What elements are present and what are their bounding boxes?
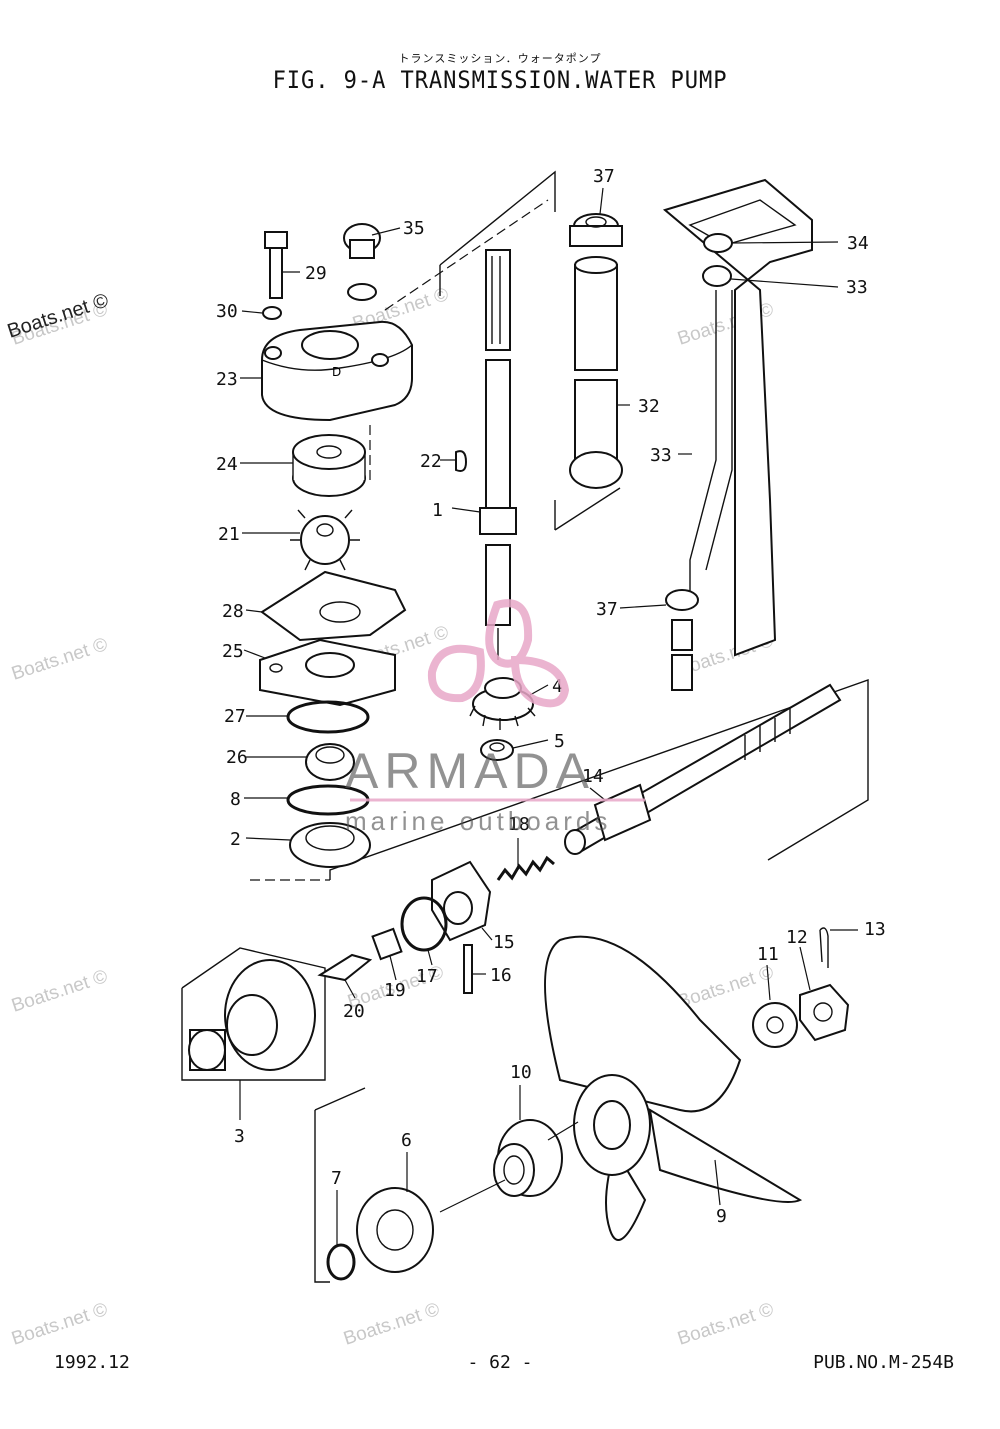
callout-3: 3 xyxy=(234,1126,245,1147)
propeller-nut xyxy=(799,983,850,1042)
callout-37b: 37 xyxy=(596,599,618,620)
brand-name: ARMADA xyxy=(345,743,595,799)
callout-33: 33 xyxy=(846,277,868,298)
callout-17: 17 xyxy=(416,966,438,987)
shift-plunger xyxy=(317,953,373,982)
woodruff-key xyxy=(455,450,468,472)
oil-seal xyxy=(305,743,355,781)
boats-watermark: Boats.net © xyxy=(9,634,110,685)
callout-6: 6 xyxy=(401,1130,412,1151)
callout-1: 1 xyxy=(432,500,443,521)
water-pump-housing: D xyxy=(261,320,413,422)
callout-11: 11 xyxy=(757,944,779,965)
callout-27: 27 xyxy=(224,706,246,727)
shim xyxy=(326,1243,356,1281)
callout-29: 29 xyxy=(305,263,327,284)
boats-watermark: Boats.net © xyxy=(9,1299,110,1350)
callout-5: 5 xyxy=(554,731,565,752)
callout-15: 15 xyxy=(493,932,515,953)
leader-lines xyxy=(239,187,858,1246)
drive-shaft xyxy=(479,249,517,660)
o-ring xyxy=(286,700,370,734)
callout-18: 18 xyxy=(508,814,530,835)
footer-date: 1992.12 xyxy=(54,1352,130,1373)
brand-subtitle: marine outboards xyxy=(345,806,611,836)
figure-subtitle-jp: トランスミッション．ウォータポンプ xyxy=(398,52,602,65)
callout-25: 25 xyxy=(222,641,244,662)
boats-watermark: Boats.net © xyxy=(675,1299,776,1350)
callout-37: 37 xyxy=(593,166,615,187)
group-brackets xyxy=(181,170,869,1283)
clutch-dog xyxy=(431,860,492,942)
callout-34: 34 xyxy=(847,233,869,254)
callout-35: 35 xyxy=(403,218,425,239)
washer xyxy=(262,306,282,320)
figure-title: FIG. 9-A TRANSMISSION.WATER PUMP xyxy=(272,66,728,94)
footer-publication-number: PUB.NO.M-254B xyxy=(813,1352,954,1373)
callout-13: 13 xyxy=(864,919,886,940)
pump-insert xyxy=(292,434,366,497)
callout-20: 20 xyxy=(343,1001,365,1022)
callout-labels: 37 35 34 29 33 30 23 32 33 24 22 1 21 37… xyxy=(216,166,886,1227)
callout-10: 10 xyxy=(510,1062,532,1083)
callout-23: 23 xyxy=(216,369,238,390)
outer-plate xyxy=(259,638,396,707)
cotter-pin xyxy=(819,927,829,968)
callout-8: 8 xyxy=(230,789,241,810)
boats-watermark: Boats.net © xyxy=(341,1299,442,1350)
callout-30: 30 xyxy=(216,301,238,322)
forward-gear xyxy=(188,959,316,1071)
callout-22: 22 xyxy=(420,451,442,472)
washer xyxy=(752,1002,798,1048)
callout-33b: 33 xyxy=(650,445,672,466)
tube-grommet xyxy=(569,213,623,247)
callout-24: 24 xyxy=(216,454,238,475)
propeller xyxy=(544,935,803,1241)
gasket xyxy=(260,570,407,642)
callout-28: 28 xyxy=(222,601,244,622)
thrust-holder xyxy=(493,1119,563,1197)
impeller xyxy=(290,509,360,571)
water-tube xyxy=(569,256,623,489)
ball-bearing xyxy=(289,822,371,868)
reverse-gear xyxy=(356,1187,434,1273)
callout-19: 19 xyxy=(384,980,406,1001)
footer-page-number: - 62 - xyxy=(467,1352,533,1373)
spring xyxy=(496,855,555,881)
callout-14: 14 xyxy=(582,766,604,787)
shift-slider xyxy=(371,927,403,961)
svg-text:D: D xyxy=(332,365,341,379)
callout-2: 2 xyxy=(230,829,241,850)
callout-26: 26 xyxy=(226,747,248,768)
boats-watermark: Boats.net © xyxy=(675,962,776,1013)
boats-watermark: Boats.net © xyxy=(9,966,110,1017)
clutch-ring xyxy=(400,896,448,952)
callout-9: 9 xyxy=(716,1206,727,1227)
clutch-pin xyxy=(463,944,473,994)
callout-7: 7 xyxy=(331,1168,342,1189)
bolt xyxy=(264,231,288,299)
armada-watermark: ARMADA marine outboards xyxy=(345,599,645,836)
exhaust-housing xyxy=(662,178,813,691)
callout-32: 32 xyxy=(638,396,660,417)
callout-16: 16 xyxy=(490,965,512,986)
callout-21: 21 xyxy=(218,524,240,545)
pinion-nut xyxy=(480,739,514,761)
callout-12: 12 xyxy=(786,927,808,948)
grommet xyxy=(343,223,381,301)
callout-4: 4 xyxy=(552,676,563,697)
